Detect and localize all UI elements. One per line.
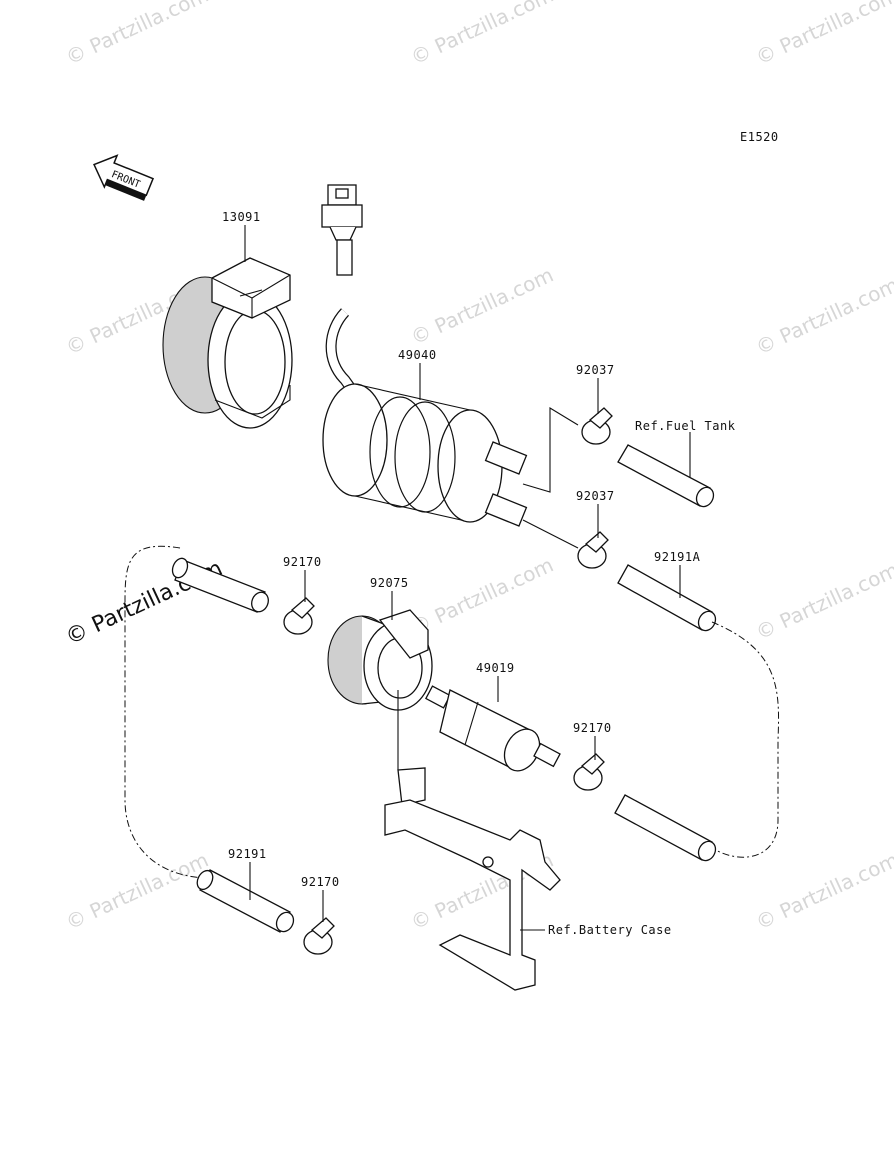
part-92170-clamp-b: [573, 753, 605, 791]
part-92191-hose: [196, 869, 295, 933]
part-label-49040: 49040: [398, 348, 437, 362]
part-label-92170-a: 92170: [283, 555, 322, 569]
diagram-code: E1520: [740, 130, 779, 144]
part-49019-fuel-filter: [425, 685, 561, 772]
ref-fuel-tank: Ref.Fuel Tank: [635, 419, 736, 433]
part-92037-clamp-upper: [581, 407, 613, 445]
part-92170-clamp-a: [283, 597, 315, 635]
hose-route-left: [124, 545, 206, 879]
fuel-tank-hose: [617, 444, 715, 508]
part-92075-holder: [327, 609, 433, 711]
front-arrow-icon: FRONT: [93, 154, 155, 201]
part-92037-clamp-lower: [577, 531, 609, 569]
hose-route-right: [711, 621, 780, 858]
watermark: © Partzilla.com: [752, 558, 894, 645]
pump-connector: [321, 184, 367, 408]
part-92191A-hose: [617, 564, 717, 632]
part-13091-holder: [162, 257, 293, 429]
watermark: © Partzilla.com: [407, 263, 557, 350]
watermark: © Partzilla.com: [752, 848, 894, 935]
watermark: © Partzilla.com: [407, 553, 557, 640]
part-label-13091: 13091: [222, 210, 261, 224]
hose-right-lower: [614, 794, 717, 862]
watermark: © Partzilla.com: [752, 0, 894, 70]
hose-left-upper: [171, 557, 269, 613]
part-label-92037-a: 92037: [576, 363, 615, 377]
part-label-92170-c: 92170: [301, 875, 340, 889]
watermark: © Partzilla.com: [407, 0, 557, 70]
part-92170-clamp-c: [303, 917, 335, 955]
battery-case-bracket: [384, 690, 561, 991]
part-label-49019: 49019: [476, 661, 515, 675]
part-49040-fuel-pump: [322, 383, 528, 527]
watermark: © Partzilla.com: [62, 848, 212, 935]
part-label-92075: 92075: [370, 576, 409, 590]
part-label-92191A: 92191A: [654, 550, 701, 564]
watermark: © Partzilla.com: [62, 0, 212, 70]
part-label-92170-b: 92170: [573, 721, 612, 735]
ref-battery-case: Ref.Battery Case: [548, 923, 672, 937]
watermark: © Partzilla.com: [752, 273, 894, 360]
part-label-92037-b: 92037: [576, 489, 615, 503]
part-label-92191: 92191: [228, 847, 267, 861]
